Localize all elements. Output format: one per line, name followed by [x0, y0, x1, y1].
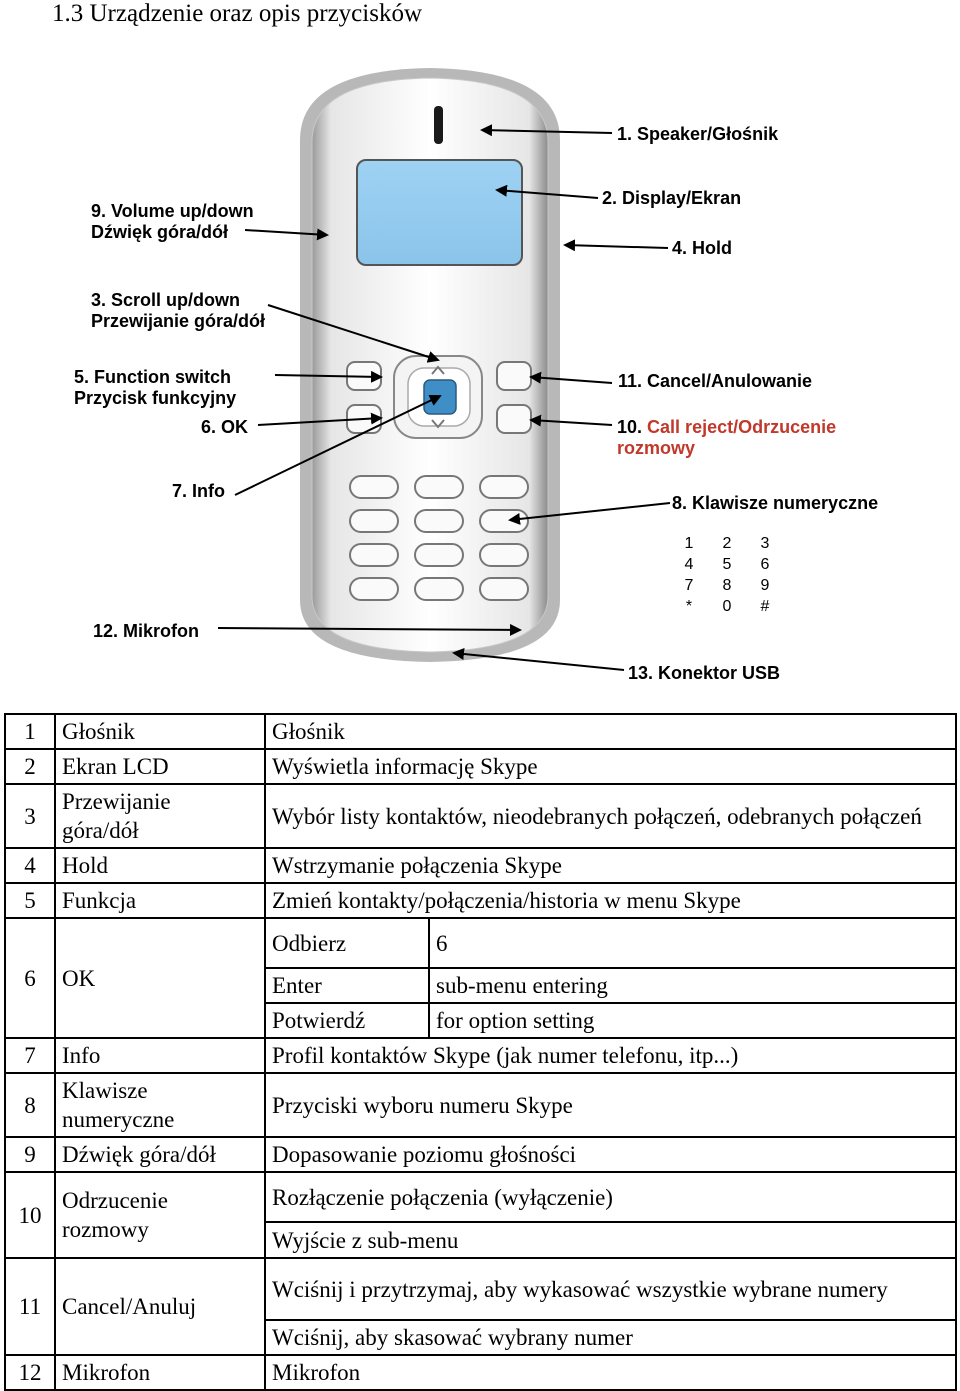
- row-description: Głośnik: [265, 714, 956, 749]
- row-description: Profil kontaktów Skype (jak numer telefo…: [265, 1038, 956, 1073]
- row-number: 12: [5, 1355, 55, 1390]
- label-function-2: Przycisk funkcyjny: [74, 388, 236, 409]
- button-description-table: 1 Głośnik Głośnik 2 Ekran LCD Wyświetla …: [4, 713, 957, 1391]
- reject-button: [497, 405, 531, 433]
- label-scroll-1: 3. Scroll up/down: [91, 290, 240, 311]
- label-volume-1: 9. Volume up/down: [91, 201, 254, 222]
- sub-action: Enter: [265, 968, 429, 1003]
- row-number: 2: [5, 749, 55, 784]
- row-number: 5: [5, 883, 55, 918]
- row-name: Info: [55, 1038, 265, 1073]
- row-number: 7: [5, 1038, 55, 1073]
- row-name: Hold: [55, 848, 265, 883]
- row-number: 6: [5, 918, 55, 1038]
- row-name: Głośnik: [55, 714, 265, 749]
- label-speaker: 1. Speaker/Głośnik: [617, 124, 778, 145]
- row-number: 3: [5, 784, 55, 848]
- cancel-button: [497, 362, 531, 390]
- row-description: Przyciski wyboru numeru Skype: [265, 1073, 956, 1137]
- table-row: 1 Głośnik Głośnik: [5, 714, 956, 749]
- table-row: 9 Dźwięk góra/dół Dopasowanie poziomu gł…: [5, 1137, 956, 1172]
- row-description: Rozłączenie połączenia (wyłączenie): [265, 1172, 956, 1222]
- label-volume-2: Dźwięk góra/dół: [91, 222, 228, 243]
- label-reject-1: 10. Call reject/Odrzucenie: [617, 417, 836, 438]
- label-mikrofon: 12. Mikrofon: [93, 621, 199, 642]
- label-display: 2. Display/Ekran: [602, 188, 741, 209]
- speaker-slot: [434, 106, 443, 144]
- label-ok: 6. OK: [201, 417, 248, 438]
- row-number: 4: [5, 848, 55, 883]
- label-keys: 8. Klawisze numeryczne: [672, 493, 878, 514]
- row-description: Wciśnij, aby skasować wybrany numer: [265, 1320, 956, 1355]
- row-description: Zmień kontakty/połączenia/historia w men…: [265, 883, 956, 918]
- row-description: Wciśnij i przytrzymaj, aby wykasować wsz…: [265, 1258, 956, 1320]
- row-name: Mikrofon: [55, 1355, 265, 1390]
- row-description: Wyjście z sub-menu: [265, 1222, 956, 1258]
- label-usb: 13. Konektor USB: [628, 663, 780, 684]
- row-name: Ekran LCD: [55, 749, 265, 784]
- row-name: Cancel/Anuluj: [55, 1258, 265, 1355]
- row-name: Dźwięk góra/dół: [55, 1137, 265, 1172]
- label-cancel: 11. Cancel/Anulowanie: [618, 371, 812, 392]
- sub-detail: 6: [429, 918, 956, 968]
- table-row: 7 Info Profil kontaktów Skype (jak numer…: [5, 1038, 956, 1073]
- row-name: OK: [55, 918, 265, 1038]
- label-info: 7. Info: [172, 481, 225, 502]
- row-number: 8: [5, 1073, 55, 1137]
- table-row: 12 Mikrofon Mikrofon: [5, 1355, 956, 1390]
- phone-diagram: 1. Speaker/Głośnik 2. Display/Ekran 4. H…: [0, 40, 960, 705]
- row-description: Mikrofon: [265, 1355, 956, 1390]
- row-number: 9: [5, 1137, 55, 1172]
- table-row: 5 Funkcja Zmień kontakty/połączenia/hist…: [5, 883, 956, 918]
- label-scroll-2: Przewijanie góra/dół: [91, 311, 265, 332]
- row-number: 1: [5, 714, 55, 749]
- page-title: 1.3 Urządzenie oraz opis przycisków: [52, 0, 422, 28]
- sub-detail: sub-menu entering: [429, 968, 956, 1003]
- table-row: 6 OK Odbierz 6: [5, 918, 956, 968]
- table-row: 2 Ekran LCD Wyświetla informację Skype: [5, 749, 956, 784]
- label-function-1: 5. Function switch: [74, 367, 231, 388]
- sub-action: Odbierz: [265, 918, 429, 968]
- row-description: Wybór listy kontaktów, nieodebranych poł…: [265, 784, 956, 848]
- table-row: 11 Cancel/Anuluj Wciśnij i przytrzymaj, …: [5, 1258, 956, 1320]
- row-number: 10: [5, 1172, 55, 1258]
- table-row: 4 Hold Wstrzymanie połączenia Skype: [5, 848, 956, 883]
- sub-detail: for option setting: [429, 1003, 956, 1038]
- row-description: Dopasowanie poziomu głośności: [265, 1137, 956, 1172]
- row-number: 11: [5, 1258, 55, 1355]
- row-description: Wstrzymanie połączenia Skype: [265, 848, 956, 883]
- label-reject-2: rozmowy: [617, 438, 695, 459]
- label-hold: 4. Hold: [672, 238, 732, 259]
- lcd-display: [357, 160, 522, 265]
- sub-action: Potwierdź: [265, 1003, 429, 1038]
- row-name: Funkcja: [55, 883, 265, 918]
- row-description: Wyświetla informację Skype: [265, 749, 956, 784]
